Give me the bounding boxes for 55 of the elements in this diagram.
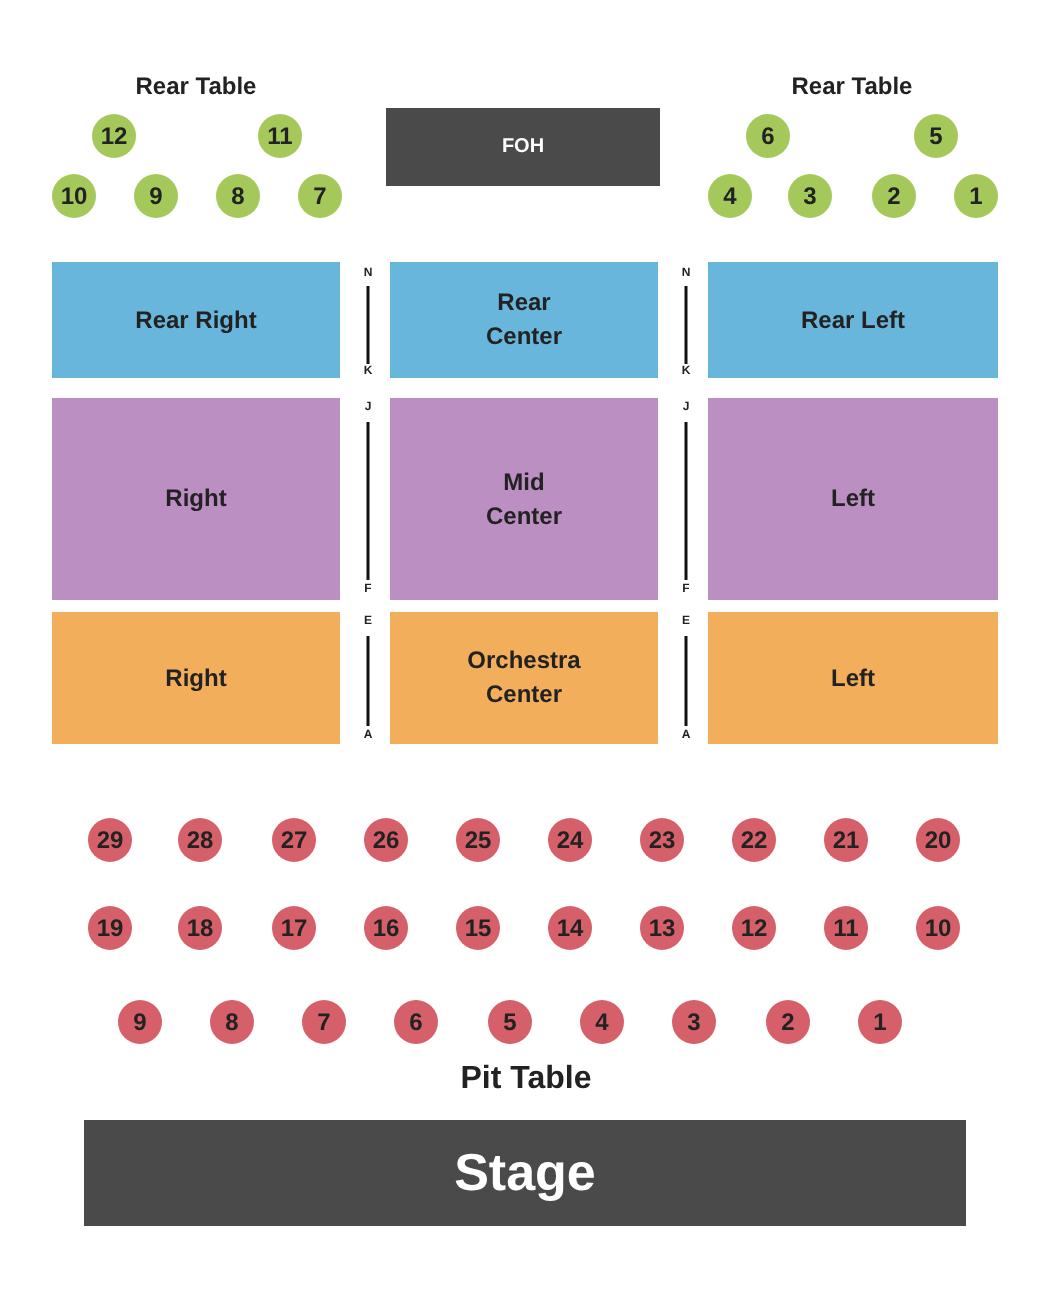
table-seat: 9 (118, 1000, 162, 1044)
table-seat: 7 (302, 1000, 346, 1044)
table-seat: 12 (92, 114, 136, 158)
mid-section: Left (708, 398, 998, 600)
table-seat: 22 (732, 818, 776, 862)
table-seat: 5 (914, 114, 958, 158)
table-seat: 16 (364, 906, 408, 950)
orchestra-section: Orchestra Center (390, 612, 658, 744)
table-seat: 12 (732, 906, 776, 950)
table-seat: 6 (746, 114, 790, 158)
table-seat: 13 (640, 906, 684, 950)
table-seat: 20 (916, 818, 960, 862)
rear-section: Rear Right (52, 262, 340, 378)
table-seat: 29 (88, 818, 132, 862)
table-seat: 8 (216, 174, 260, 218)
table-seat: 21 (824, 818, 868, 862)
table-seat: 4 (580, 1000, 624, 1044)
table-seat: 11 (824, 906, 868, 950)
mid-section: Mid Center (390, 398, 658, 600)
table-seat: 15 (456, 906, 500, 950)
table-seat: 23 (640, 818, 684, 862)
table-seat: 14 (548, 906, 592, 950)
table-seat: 5 (488, 1000, 532, 1044)
table-seat: 2 (872, 174, 916, 218)
table-seat: 1 (954, 174, 998, 218)
rear-section: Rear Left (708, 262, 998, 378)
orchestra-section: Right (52, 612, 340, 744)
table-seat: 24 (548, 818, 592, 862)
area-label: Pit Table (460, 1062, 592, 1098)
table-seat: 3 (672, 1000, 716, 1044)
table-seat: 4 (708, 174, 752, 218)
rear-section: Rear Center (390, 262, 658, 378)
table-seat: 17 (272, 906, 316, 950)
area-label: Rear Table (135, 72, 257, 100)
area-label: Rear Table (791, 72, 913, 100)
table-seat: 7 (298, 174, 342, 218)
foh-block: FOH (386, 108, 660, 186)
table-seat: 3 (788, 174, 832, 218)
table-seat: 28 (178, 818, 222, 862)
table-seat: 1 (858, 1000, 902, 1044)
mid-section: Right (52, 398, 340, 600)
stage: Stage (84, 1120, 966, 1226)
table-seat: 19 (88, 906, 132, 950)
table-seat: 8 (210, 1000, 254, 1044)
table-seat: 6 (394, 1000, 438, 1044)
table-seat: 2 (766, 1000, 810, 1044)
table-seat: 11 (258, 114, 302, 158)
orchestra-section: Left (708, 612, 998, 744)
table-seat: 27 (272, 818, 316, 862)
table-seat: 25 (456, 818, 500, 862)
table-seat: 18 (178, 906, 222, 950)
table-seat: 9 (134, 174, 178, 218)
table-seat: 26 (364, 818, 408, 862)
table-seat: 10 (52, 174, 96, 218)
table-seat: 10 (916, 906, 960, 950)
